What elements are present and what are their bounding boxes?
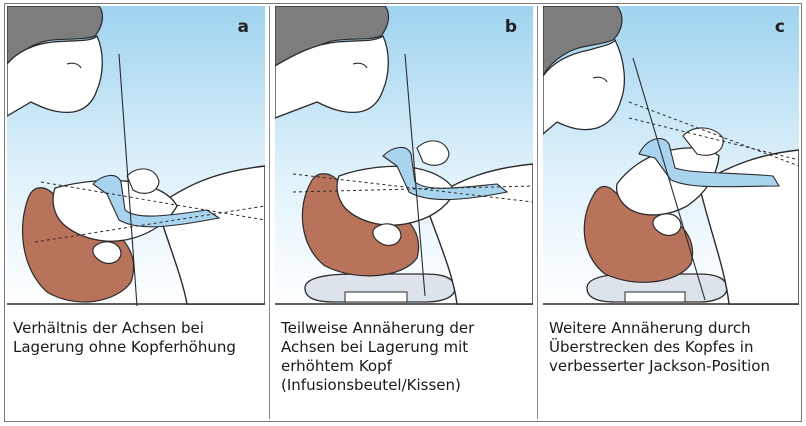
panel-divider: [269, 6, 270, 419]
panel-b-caption: Teilweise Annäherung der Achsen bei Lage…: [281, 319, 531, 395]
panel-divider: [537, 6, 538, 419]
panel-c-illustration: [543, 6, 799, 308]
panel-c: c Weitere Annäherung durch Überstrecken …: [543, 6, 801, 418]
pillow-label-tag: [625, 292, 685, 302]
panel-c-letter: c: [775, 17, 785, 37]
panel-a: a Verhältnis der Achsen bei Lagerung ohn…: [7, 6, 265, 418]
panel-c-caption: Weitere Annäherung durch Überstrecken de…: [549, 319, 799, 376]
panel-a-caption: Verhältnis der Achsen bei Lagerung ohne …: [13, 319, 263, 357]
panel-b-letter: b: [505, 17, 517, 37]
panel-b: b Teilweise Annäherung der Achsen bei La…: [275, 6, 533, 418]
panel-a-letter: a: [238, 17, 249, 37]
panel-b-illustration: [275, 6, 533, 308]
pillow-label-tag: [345, 292, 407, 302]
panel-a-illustration: [7, 6, 265, 308]
intubation-axes-figure: a Verhältnis der Achsen bei Lagerung ohn…: [4, 3, 802, 422]
